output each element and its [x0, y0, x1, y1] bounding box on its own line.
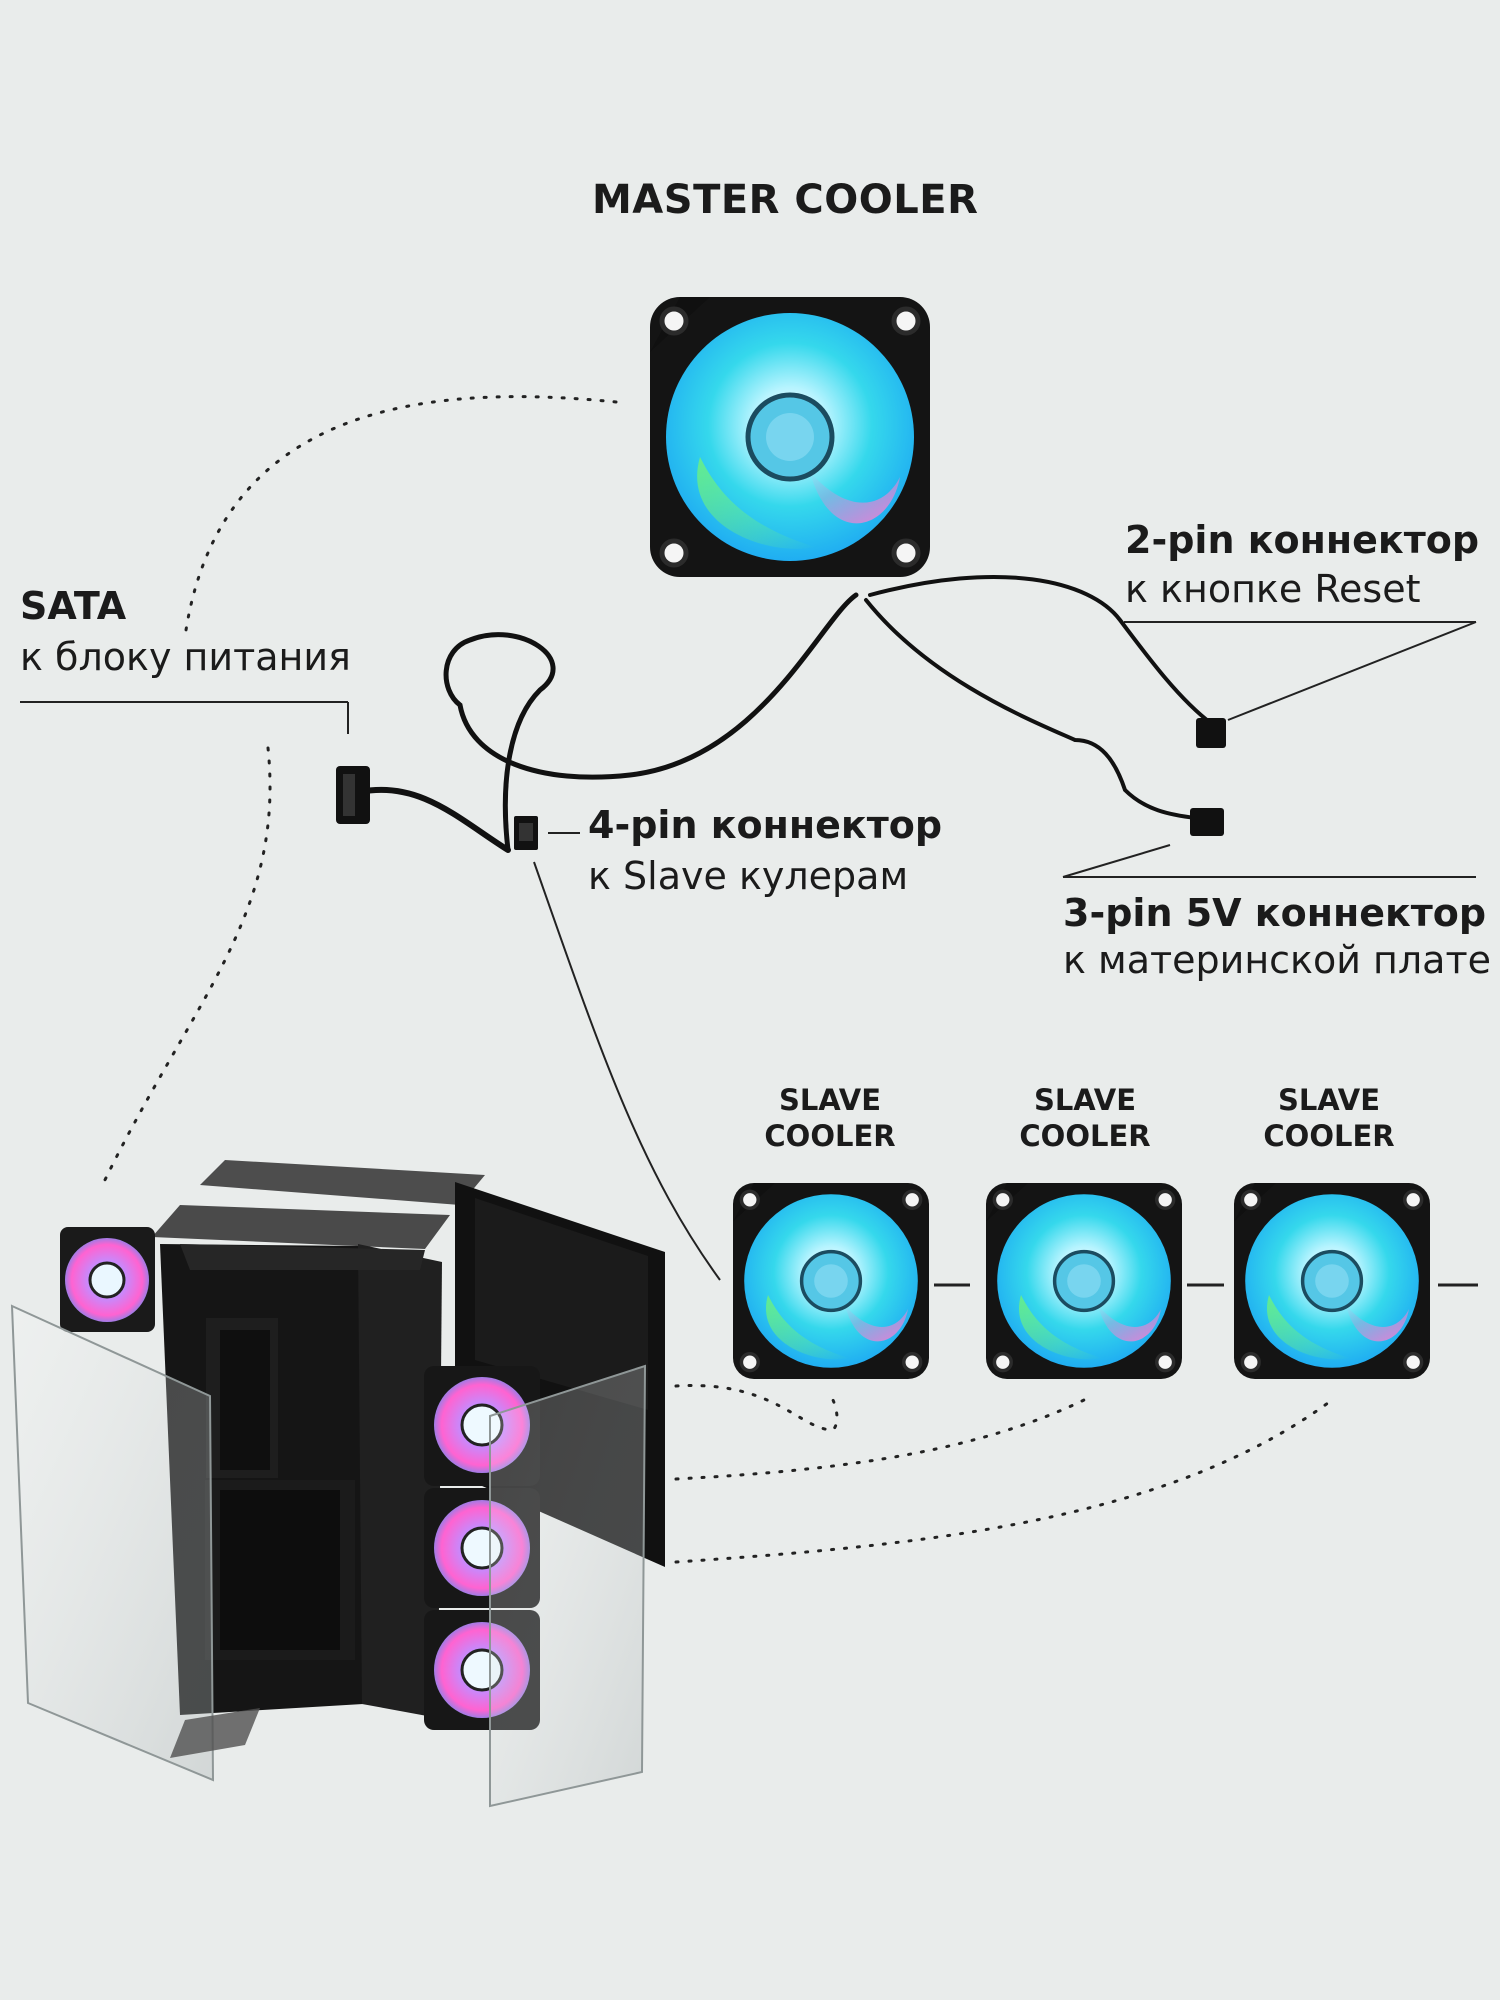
slave-fan-icon-1: [731, 1181, 931, 1381]
master-cooler-title: MASTER COOLER: [592, 177, 979, 223]
slave-cooler-label-1: SLAVE COOLER: [760, 1082, 900, 1155]
case-dotted-link: [100, 746, 272, 1188]
slave-cooler-label-2-line1: SLAVE: [1033, 1083, 1137, 1117]
sata-connector-icon: [336, 766, 370, 824]
two-pin-connector-icon: [1196, 718, 1226, 748]
pc-case-icon: [10, 1160, 665, 1808]
slave-fan-icon-2: [984, 1181, 1184, 1381]
three-pin-label-sub: к материнской плате: [1063, 938, 1491, 982]
three-pin-label-main: 3-pin 5V коннектор: [1063, 891, 1487, 935]
master-to-slave-line: [533, 861, 721, 1281]
sata-dotted-link: [184, 395, 618, 632]
two-pin-cable: [868, 574, 1214, 726]
slave-cooler-label-2-line2: COOLER: [1019, 1119, 1151, 1154]
slave-fan-icon-3: [1232, 1181, 1432, 1381]
two-pin-leader-diagonal: [1227, 621, 1477, 721]
sata-cable: [357, 786, 511, 853]
slave-cooler-label-3-line2: COOLER: [1263, 1119, 1395, 1154]
slave-cooler-label-2: SLAVE COOLER: [1015, 1082, 1155, 1155]
slave-dotted-link-1: [674, 1384, 839, 1432]
three-pin-cable: [864, 598, 1198, 820]
four-pin-label-main: 4-pin коннектор: [588, 803, 943, 847]
slave-dotted-link-2: [674, 1398, 1086, 1481]
two-pin-label-main: 2-pin коннектор: [1125, 518, 1480, 562]
two-pin-label-sub: к кнопке Reset: [1125, 567, 1421, 611]
slave-cooler-label-1-line1: SLAVE: [778, 1083, 882, 1117]
master-fan-icon: [650, 297, 930, 577]
four-pin-connector-icon: [514, 816, 538, 850]
slave-dotted-link-3: [674, 1398, 1334, 1564]
sata-label-main: SATA: [20, 584, 127, 628]
three-pin-connector-icon: [1190, 808, 1224, 836]
sata-label-sub: к блоку питания: [20, 635, 351, 679]
main-cable-bundle: [443, 592, 859, 853]
slave-cooler-label-3-line1: SLAVE: [1277, 1083, 1381, 1117]
slave-cooler-label-1-line2: COOLER: [764, 1119, 896, 1154]
slave-cooler-label-3: SLAVE COOLER: [1259, 1082, 1399, 1155]
three-pin-leader-diagonal: [1062, 844, 1171, 878]
four-pin-label-sub: к Slave кулерам: [588, 854, 909, 898]
